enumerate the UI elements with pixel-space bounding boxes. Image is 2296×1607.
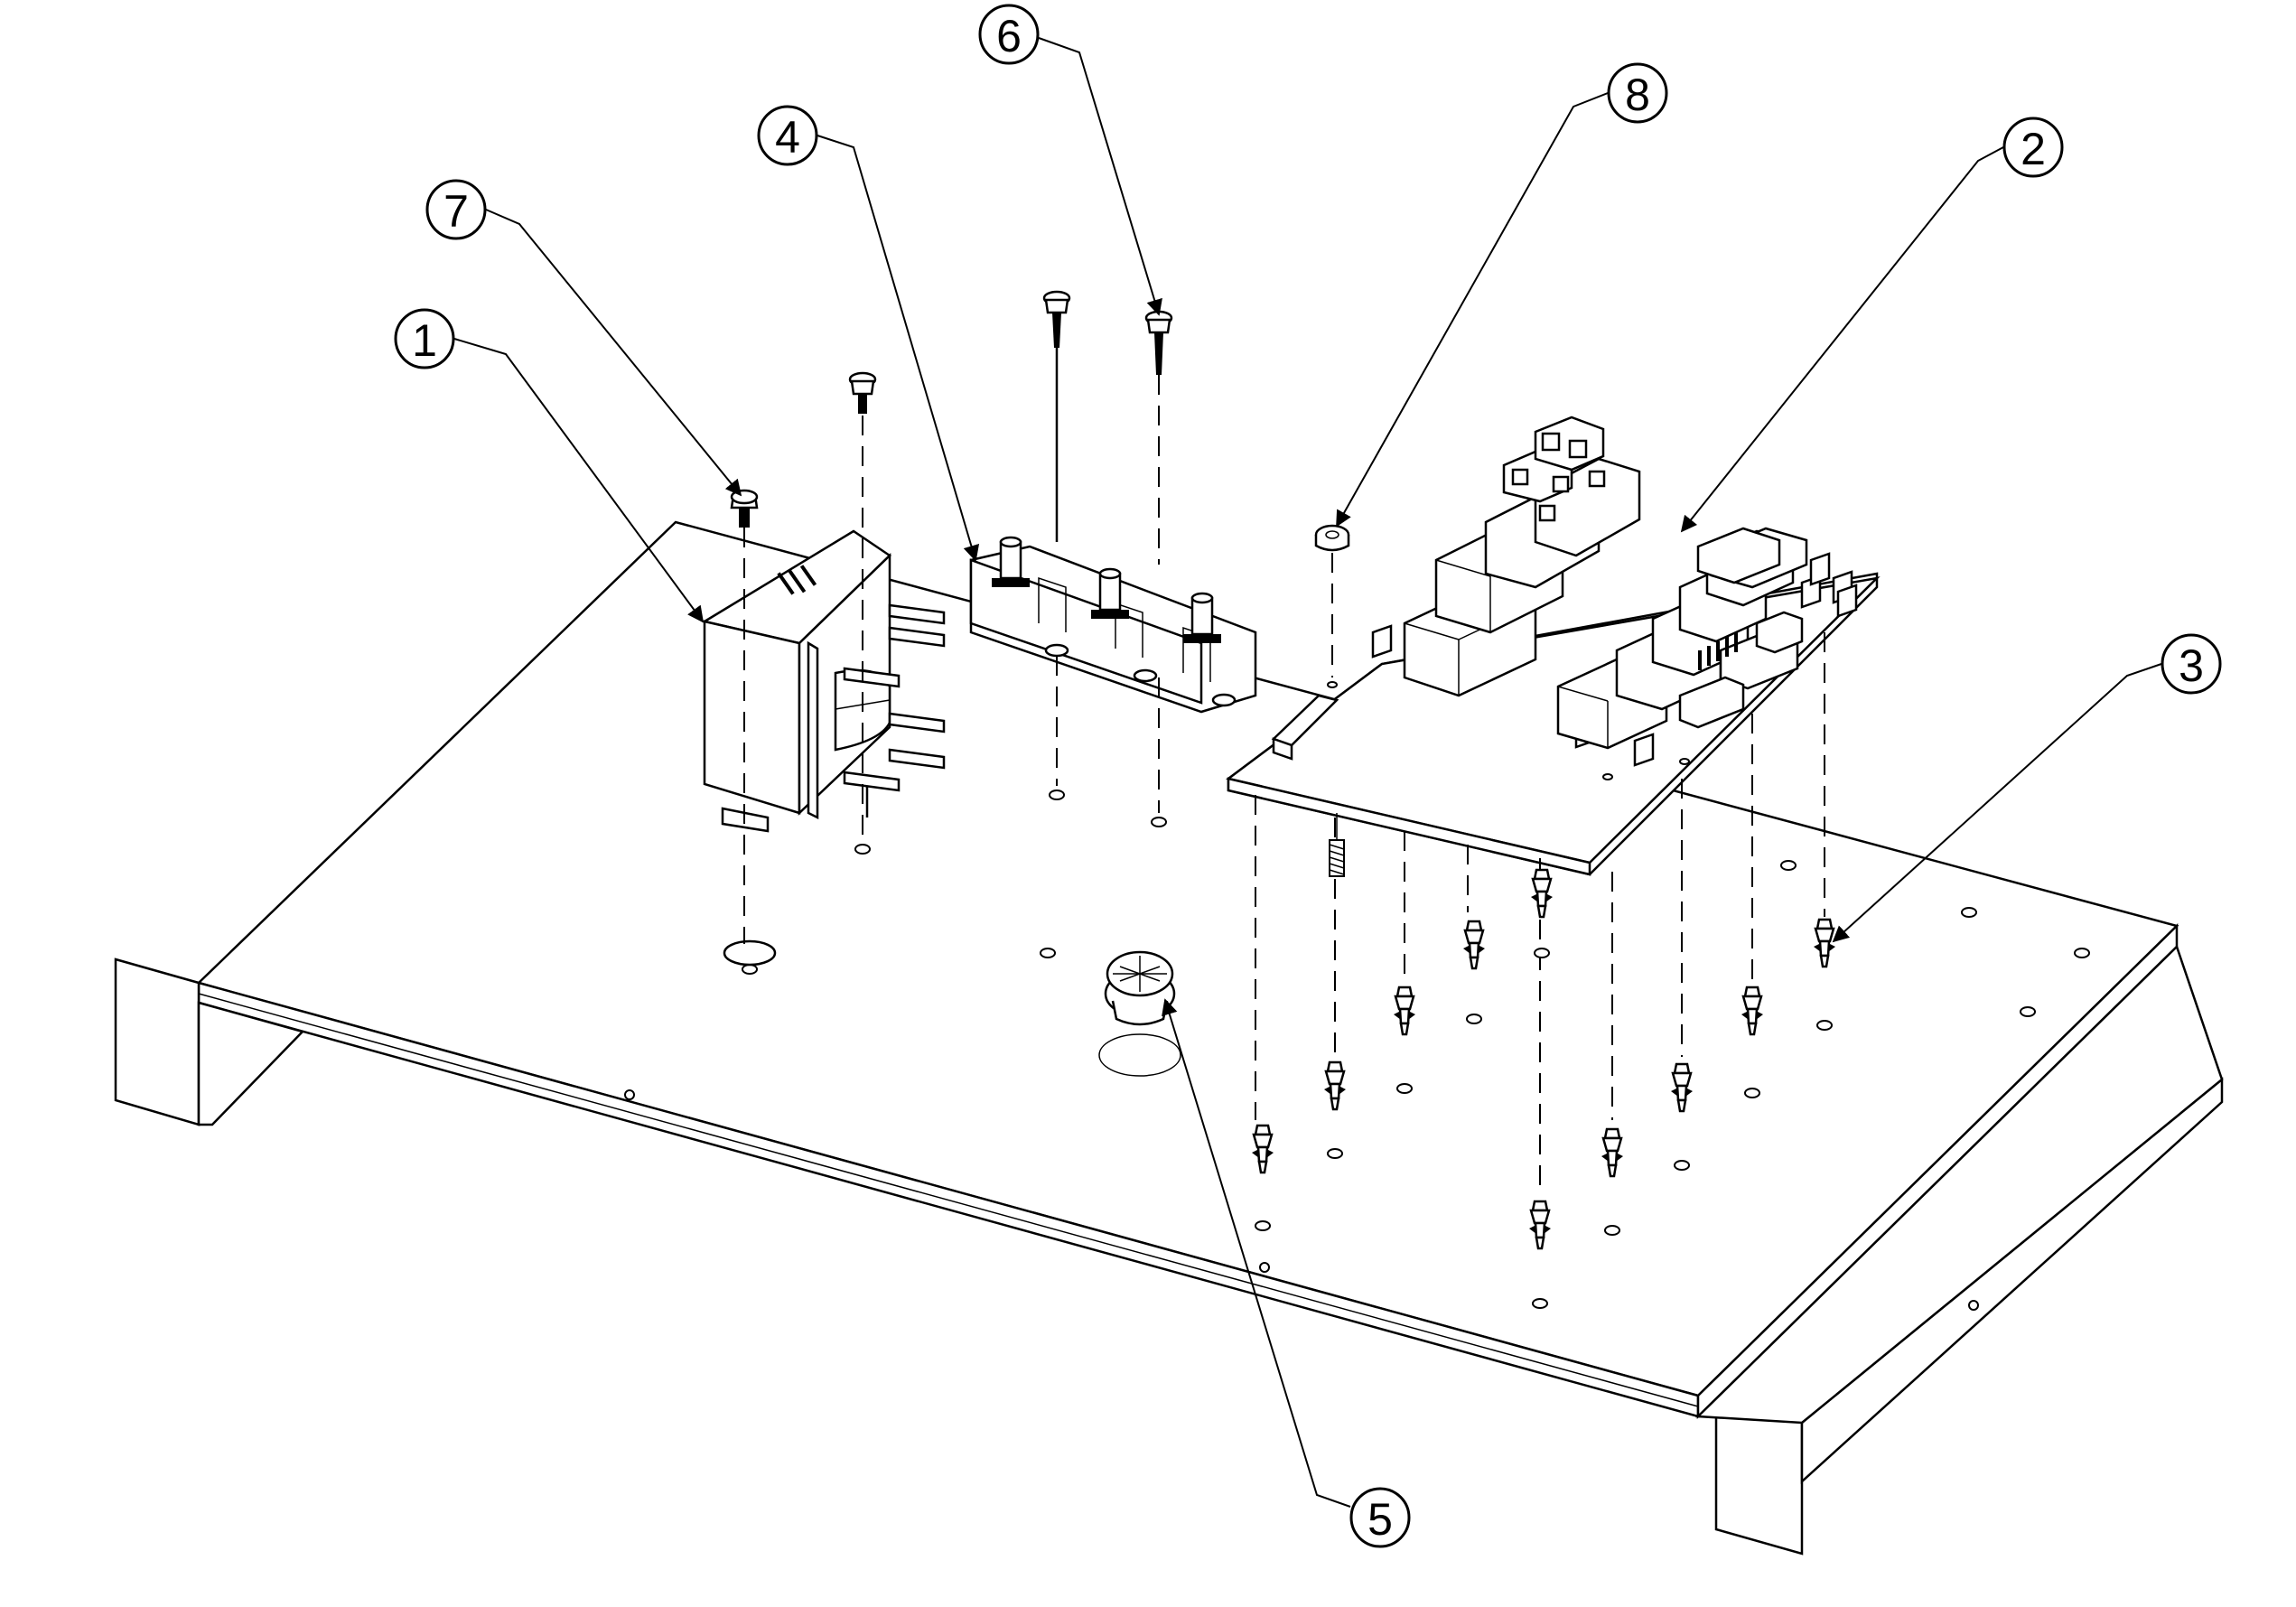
callout-label: 6 xyxy=(996,11,1022,61)
callout-5: 5 xyxy=(1349,1487,1411,1548)
callout-label: 4 xyxy=(775,112,800,163)
callout-label: 3 xyxy=(2179,640,2204,691)
callout-2: 2 xyxy=(2002,117,2064,178)
screw-transformer-2 xyxy=(848,371,877,855)
screw-6-pair xyxy=(1042,290,1173,565)
base-panel xyxy=(114,520,2224,1556)
standoff-guides xyxy=(1255,632,1825,1192)
callout-1: 1 xyxy=(394,308,455,369)
callout-label: 7 xyxy=(443,186,469,237)
callout-7: 7 xyxy=(425,179,487,240)
callout-label: 2 xyxy=(2021,124,2046,174)
callout-label: 5 xyxy=(1367,1494,1393,1545)
grommet xyxy=(1098,950,1181,1077)
callout-4: 4 xyxy=(757,105,818,166)
nut-8 xyxy=(1314,524,1350,677)
screw-7 xyxy=(730,489,759,944)
callout-6: 6 xyxy=(978,4,1040,65)
spring xyxy=(1329,813,1345,877)
leader-lines xyxy=(453,37,2162,1508)
callout-label: 1 xyxy=(412,315,437,366)
circuit-board xyxy=(1226,416,1881,876)
callout-3: 3 xyxy=(2161,633,2222,695)
transformer xyxy=(701,529,946,967)
terminal-block xyxy=(969,536,1257,827)
callout-8: 8 xyxy=(1607,62,1668,124)
callout-label: 8 xyxy=(1625,70,1650,120)
